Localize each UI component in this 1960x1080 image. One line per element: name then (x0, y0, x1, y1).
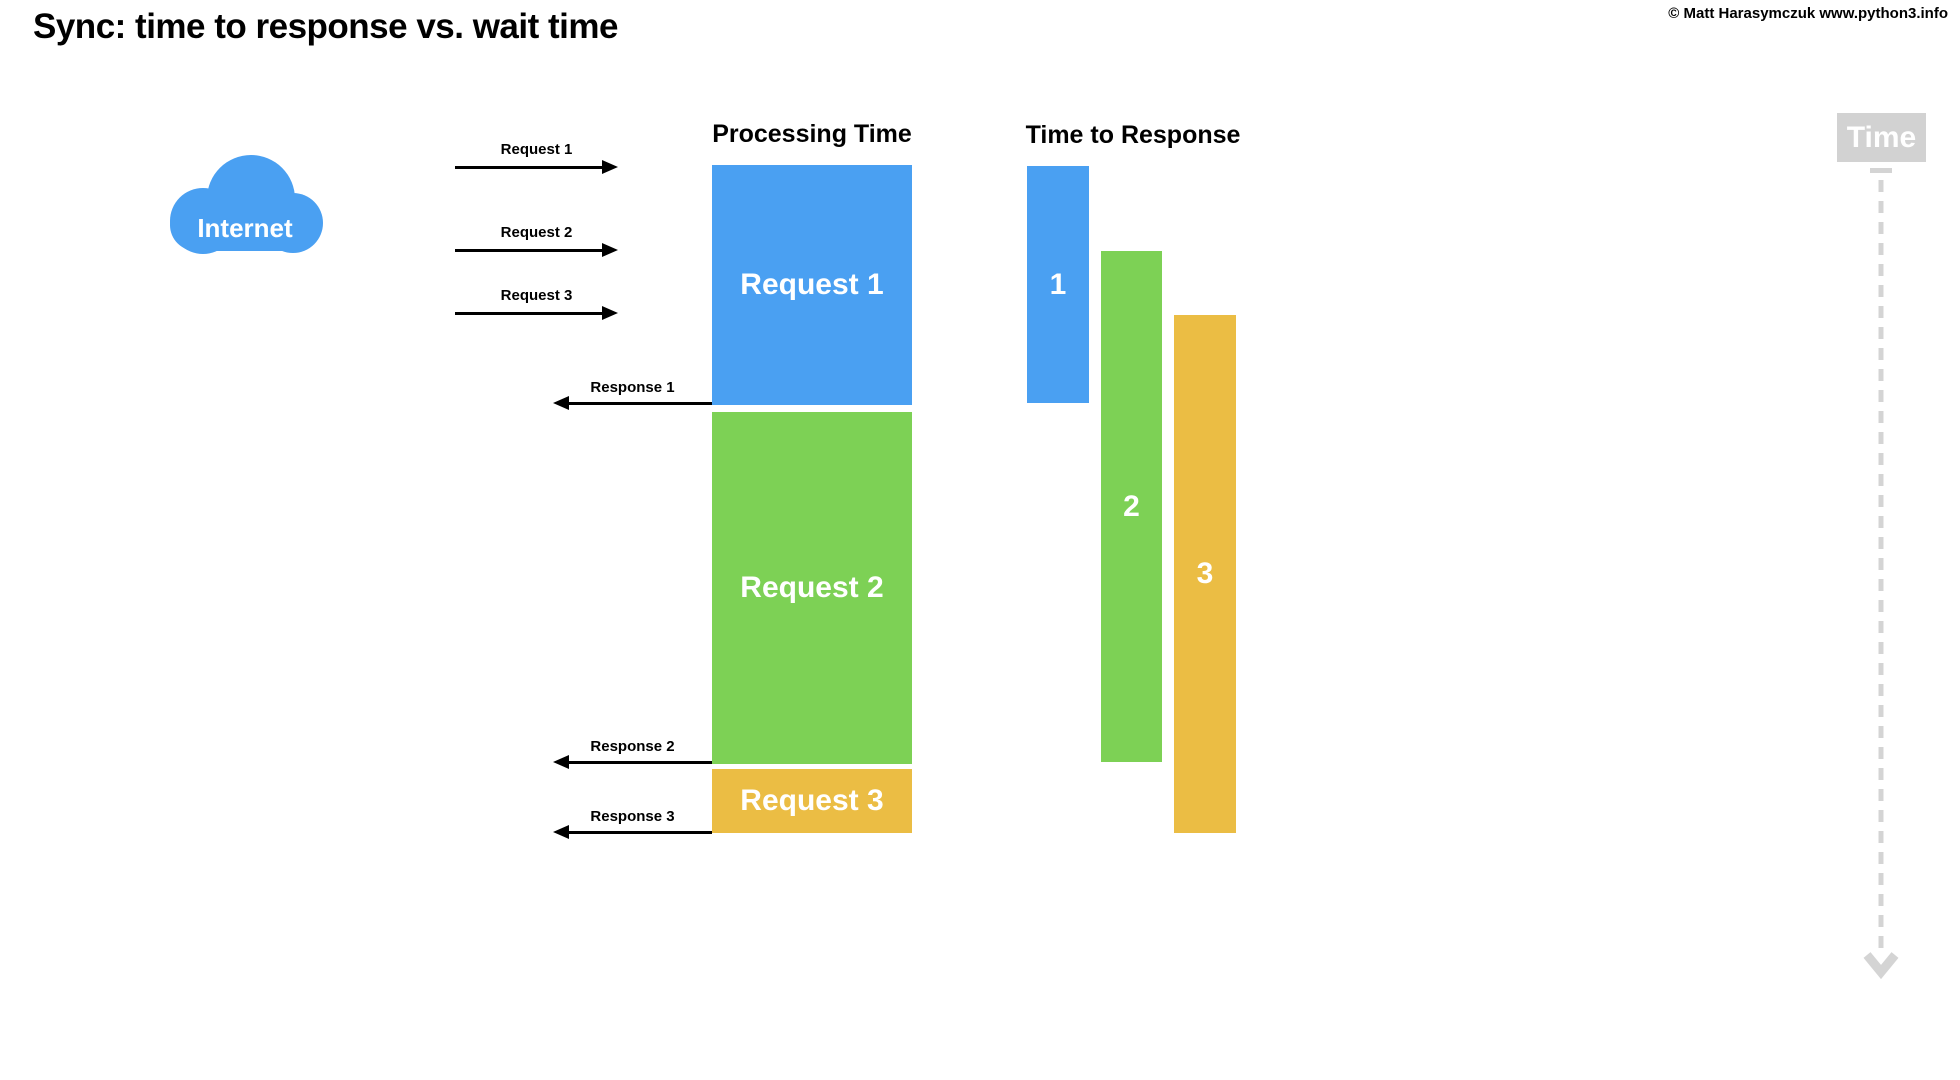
time-label: Time (1846, 120, 1917, 154)
time-label-box: Time (1837, 113, 1926, 162)
time-axis-arrow (1860, 164, 1902, 984)
ttr-bar-3: 3 (1174, 315, 1236, 833)
request-2-label: Request 2 (500, 224, 573, 241)
arrow-line (569, 402, 712, 405)
internet-cloud: Internet (163, 155, 327, 255)
response-1-label: Response 1 (590, 379, 675, 396)
arrow-head-right-icon (602, 306, 618, 320)
copyright: © Matt Harasymczuk www.python3.info (1668, 5, 1948, 22)
response-2-label: Response 2 (590, 738, 675, 755)
bar-label: Request 1 (740, 268, 884, 301)
processing-bar-request-2: Request 2 (712, 412, 912, 764)
ttr-bar-1: 1 (1027, 166, 1089, 403)
processing-time-header: Processing Time (712, 120, 912, 148)
arrow-head-left-icon (553, 825, 569, 839)
arrow-line (455, 249, 602, 252)
bar-label: 1 (1049, 267, 1067, 301)
arrow-line (455, 312, 602, 315)
bar-label: Request 2 (740, 571, 884, 604)
bar-label: 3 (1196, 557, 1214, 590)
arrow-line (455, 166, 602, 169)
dashed-down-arrow-icon (1863, 168, 1899, 980)
internet-label: Internet (197, 213, 293, 243)
arrow-line (569, 831, 712, 834)
cloud-icon (170, 155, 323, 254)
ttr-bar-2: 2 (1101, 251, 1162, 762)
bar-label: 2 (1123, 489, 1140, 523)
arrow-head-right-icon (602, 160, 618, 174)
processing-bar-request-3: Request 3 (712, 769, 912, 833)
arrow-head-left-icon (553, 755, 569, 769)
request-3-label: Request 3 (500, 287, 573, 304)
arrow-head-left-icon (553, 396, 569, 410)
request-1-label: Request 1 (500, 141, 573, 158)
arrow-head-right-icon (602, 243, 618, 257)
response-3-label: Response 3 (590, 808, 675, 825)
processing-bar-request-1: Request 1 (712, 165, 912, 405)
page-title: Sync: time to response vs. wait time (33, 7, 618, 46)
time-to-response-header: Time to Response (1025, 121, 1241, 149)
arrow-line (569, 761, 712, 764)
bar-label: Request 3 (740, 784, 884, 817)
